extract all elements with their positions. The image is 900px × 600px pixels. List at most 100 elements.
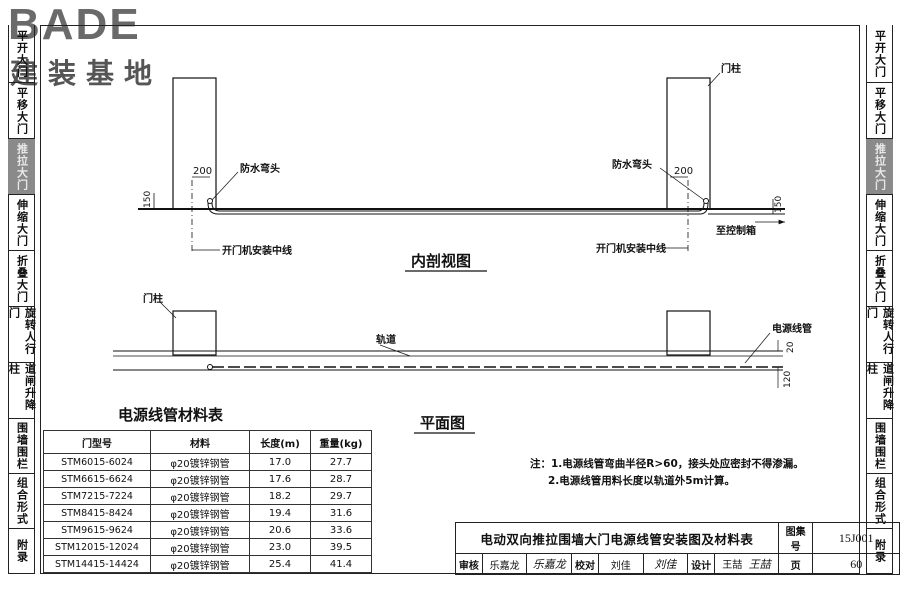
left-nav-tab-label: 折叠大门 bbox=[15, 254, 29, 303]
left-waterproof-label: 防水弯头 bbox=[240, 162, 280, 175]
left-elbow bbox=[207, 198, 213, 204]
cell-length: 17.0 bbox=[249, 453, 311, 471]
left-nav-tab-label: 平移大门 bbox=[15, 86, 29, 135]
col-header-material: 材料 bbox=[150, 430, 250, 454]
section-gate-post-label: 门柱 bbox=[721, 62, 741, 75]
left-nav-tab[interactable]: 推拉大门 bbox=[8, 139, 35, 195]
plan-left-gate-post bbox=[172, 310, 217, 356]
track-leader bbox=[379, 344, 411, 357]
left-nav-tab[interactable]: 组合形式 bbox=[8, 474, 35, 529]
cell-model: STM12015-12024 bbox=[43, 538, 151, 556]
left-nav-tab-label: 推拉大门 bbox=[15, 142, 29, 191]
material-table-header-row: 门型号 材料 长度(m) 重量(kg) bbox=[43, 430, 372, 454]
plan-gate-post-label: 门柱 bbox=[143, 292, 163, 305]
right-nav-tab-label: 平开大门 bbox=[873, 29, 887, 78]
logo-brand-cn-text: 建装基地 bbox=[10, 57, 163, 90]
cell-material: φ20镀锌钢管 bbox=[150, 453, 250, 471]
notes: 注：1.电源线管弯曲半径R>60，接头处应密封不得渗漏。 2.电源线管用料长度以… bbox=[530, 456, 804, 490]
right-nav-tab-label: 围墙围栏 bbox=[873, 422, 887, 470]
dim-20: 20 bbox=[786, 341, 796, 353]
right-nav-tab-label: 平移大门 bbox=[873, 86, 887, 135]
cell-weight: 33.6 bbox=[310, 521, 372, 539]
left-nav-tab[interactable]: 平移大门 bbox=[8, 83, 35, 139]
right-nav-tab[interactable]: 折叠大门 bbox=[866, 251, 893, 307]
cell-weight: 31.6 bbox=[310, 504, 372, 522]
left-nav-tab-label: 伸缩大门 bbox=[15, 198, 29, 247]
left-nav-tab[interactable]: 道闸升降柱 bbox=[7, 363, 37, 419]
page-number: 60 bbox=[812, 553, 900, 575]
cell-model: STM8415-8424 bbox=[43, 504, 151, 522]
left-nav-tab-label: 附录 bbox=[15, 539, 29, 563]
right-nav-tab-label: 折叠大门 bbox=[873, 254, 887, 303]
check-label: 校对 bbox=[571, 553, 599, 575]
to-control-label: 至控制箱 bbox=[716, 224, 756, 237]
right-nav-tab[interactable]: 伸缩大门 bbox=[866, 195, 893, 251]
left-nav-tab[interactable]: 围墙围栏 bbox=[8, 419, 35, 474]
designer-name: 王喆 王喆 bbox=[714, 553, 779, 575]
right-centerline-label: 开门机安装中线 bbox=[596, 242, 666, 255]
cell-length: 17.6 bbox=[249, 470, 311, 488]
cell-model: STM9615-9624 bbox=[43, 521, 151, 539]
plan-view: 门柱 轨道 电源线管 20 120 平面图 bbox=[113, 292, 812, 434]
left-nav-tab-label: 组合形式 bbox=[15, 477, 29, 525]
right-waterproof-label: 防水弯头 bbox=[612, 158, 652, 171]
col-header-weight: 重量(kg) bbox=[310, 430, 372, 454]
left-nav-tab[interactable]: 平开大门 bbox=[8, 25, 35, 83]
logo-brand-text: BADE bbox=[8, 0, 141, 49]
right-nav-tab-label: 道闸升降柱 bbox=[865, 363, 895, 411]
cell-length: 23.0 bbox=[249, 538, 311, 556]
right-nav-tab-label: 组合形式 bbox=[873, 477, 887, 525]
title-block: 电动双向推拉围墙大门电源线管安装图及材料表 图集号 15J001 审核 乐嘉龙 … bbox=[455, 522, 900, 575]
reviewer-name: 乐嘉龙 bbox=[481, 553, 528, 575]
cell-weight: 39.5 bbox=[310, 538, 372, 556]
col-header-length: 长度(m) bbox=[249, 430, 311, 454]
left-dim-150: 150 bbox=[143, 191, 153, 208]
plan-right-gate-post bbox=[666, 310, 711, 356]
designer-name-text: 王喆 bbox=[722, 560, 743, 571]
section-conduit bbox=[207, 202, 709, 215]
left-waterproof-leader bbox=[211, 171, 239, 201]
drawing-frame bbox=[40, 25, 860, 574]
right-nav-tab-label: 旋转人行门 bbox=[865, 307, 895, 355]
cell-material: φ20镀锌钢管 bbox=[150, 470, 250, 488]
right-nav-tab[interactable]: 旋转人行门 bbox=[865, 307, 895, 363]
cell-model: STM7215-7224 bbox=[43, 487, 151, 505]
left-nav-tab[interactable]: 附录 bbox=[8, 529, 35, 574]
note-line-1: 注：1.电源线管弯曲半径R>60，接头处应密封不得渗漏。 bbox=[530, 458, 804, 470]
cell-model: STM14415-14424 bbox=[43, 555, 151, 573]
atlas-label: 图集号 bbox=[777, 522, 814, 554]
cell-length: 25.4 bbox=[249, 555, 311, 573]
left-centerline-label: 开门机安装中线 bbox=[222, 244, 292, 257]
section-view-title: 内剖视图 bbox=[411, 252, 471, 270]
note-line-2: 2.电源线管用料长度以轨道外5m计算。 bbox=[548, 475, 736, 487]
reviewer-signature: 乐嘉龙 bbox=[526, 553, 573, 575]
cell-model: STM6615-6624 bbox=[43, 470, 151, 488]
drawing-title: 电动双向推拉围墙大门电源线管安装图及材料表 bbox=[455, 522, 779, 554]
left-nav-tab[interactable]: 折叠大门 bbox=[8, 251, 35, 307]
left-nav-tab-label: 道闸升降柱 bbox=[7, 363, 37, 411]
right-gate-post bbox=[666, 77, 711, 210]
plan-gate-post-leader bbox=[159, 301, 177, 319]
right-nav-tab[interactable]: 推拉大门 bbox=[866, 139, 893, 195]
right-nav-tab[interactable]: 围墙围栏 bbox=[866, 419, 893, 474]
right-nav-tab[interactable]: 平开大门 bbox=[866, 25, 893, 83]
side-nav-left-border bbox=[8, 25, 35, 574]
right-nav-tab-label: 推拉大门 bbox=[873, 142, 887, 191]
left-nav-tab[interactable]: 旋转人行门 bbox=[7, 307, 37, 363]
cell-material: φ20镀锌钢管 bbox=[150, 487, 250, 505]
cell-weight: 28.7 bbox=[310, 470, 372, 488]
right-nav-tab[interactable]: 道闸升降柱 bbox=[865, 363, 895, 419]
left-nav-tab-label: 旋转人行门 bbox=[7, 307, 37, 355]
left-nav-tab[interactable]: 伸缩大门 bbox=[8, 195, 35, 251]
right-nav-tab[interactable]: 平移大门 bbox=[866, 83, 893, 139]
cell-length: 20.6 bbox=[249, 521, 311, 539]
cell-material: φ20镀锌钢管 bbox=[150, 555, 250, 573]
cell-material: φ20镀锌钢管 bbox=[150, 538, 250, 556]
